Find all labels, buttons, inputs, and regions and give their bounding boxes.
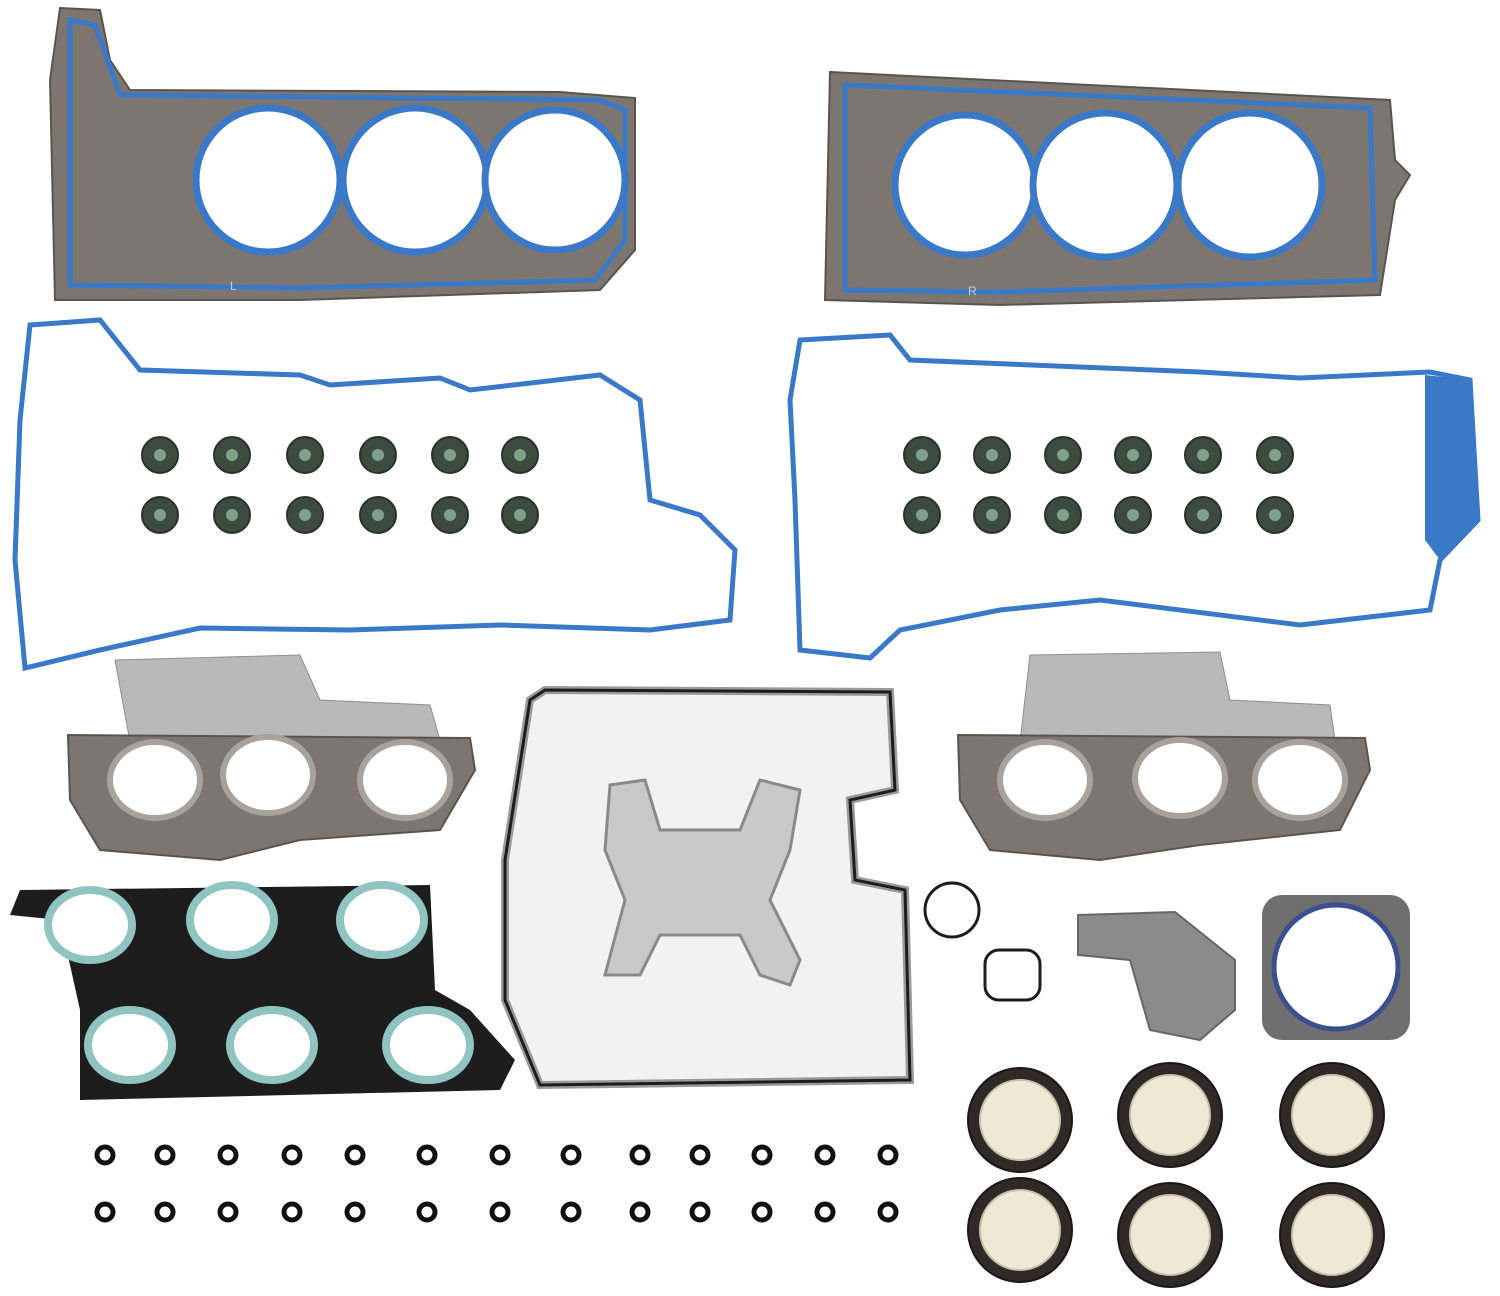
oil-seal-insert [1129,1074,1211,1156]
oil-seal-insert [979,1189,1061,1271]
valve-stem-seal-lip [226,509,238,521]
small-o-ring [217,1144,239,1166]
small-o-ring [689,1144,711,1166]
valve-stem-seal-lip [1269,449,1281,461]
valve-stem-seal-lip [986,509,998,521]
crank-cam-seals [967,1062,1385,1288]
head-gasket-left: L [48,6,636,301]
valve-stem-seal-lip [986,449,998,461]
small-o-ring [560,1201,582,1223]
valve-stem-seal-lip [916,509,928,521]
small-o-ring [629,1144,651,1166]
throttle-body-gasket [1077,910,1236,1042]
exhaust-gasket-right [956,651,1372,862]
small-o-ring [94,1144,116,1166]
valve-stem-seal-lip [1057,449,1069,461]
small-o-ring [629,1201,651,1223]
oil-seal-insert [1291,1074,1373,1156]
valve-stem-seal-lip [514,449,526,461]
head-gasket-left-mark: L [230,279,237,293]
valve-stem-seal-lip [444,449,456,461]
valve-stem-seal-lip [299,449,311,461]
valve-stem-seal-lip [372,449,384,461]
valve-stem-seal-lip [1057,509,1069,521]
plenum-gasket [501,685,915,1090]
valve-cover-gasket-left [12,317,738,672]
valve-stem-seal-lip [372,509,384,521]
small-o-ring [154,1144,176,1166]
small-o-ring [489,1201,511,1223]
small-o-ring [416,1144,438,1166]
valve-stem-seals [141,436,1294,534]
small-o-ring [344,1201,366,1223]
small-o-ring [489,1144,511,1166]
small-o-ring [751,1144,773,1166]
valve-stem-seal-lip [444,509,456,521]
valve-cover-gasket-right-pad [1425,375,1478,560]
valve-stem-seal-lip [1197,509,1209,521]
valve-stem-seal-lip [1127,509,1139,521]
small-o-ring [877,1201,899,1223]
intake-manifold-gasket [10,881,515,1100]
valve-stem-seal-lip [916,449,928,461]
oil-seal-insert [1129,1194,1211,1276]
o-ring-square [983,948,1042,1002]
small-o-ring [560,1144,582,1166]
small-o-ring [814,1201,836,1223]
valve-stem-seal-lip [154,449,166,461]
small-o-ring [281,1144,303,1166]
o-ring-large [923,881,981,939]
small-o-ring [217,1201,239,1223]
small-o-ring [154,1201,176,1223]
small-o-ring [689,1201,711,1223]
small-o-ring [814,1144,836,1166]
valve-stem-seal-lip [226,449,238,461]
small-o-ring [416,1201,438,1223]
valve-stem-seal-lip [1197,449,1209,461]
small-o-ring [877,1144,899,1166]
exhaust-gasket-left [66,654,477,862]
valve-stem-seal-lip [514,509,526,521]
head-gasket-right-mark: R [968,284,977,298]
round-gasket [1262,895,1410,1040]
small-o-ring [94,1201,116,1223]
small-o-ring [344,1144,366,1166]
valve-stem-seal-lip [1269,509,1281,521]
small-o-ring [281,1201,303,1223]
valve-stem-seal-lip [299,509,311,521]
small-o-rings [94,1144,899,1223]
valve-stem-seal-lip [154,509,166,521]
oil-seal-insert [1291,1194,1373,1276]
oil-seal-insert [979,1079,1061,1161]
valve-cover-gasket-right [787,332,1481,661]
small-o-ring [751,1201,773,1223]
valve-stem-seal-lip [1127,449,1139,461]
head-gasket-right: R [823,70,1412,307]
